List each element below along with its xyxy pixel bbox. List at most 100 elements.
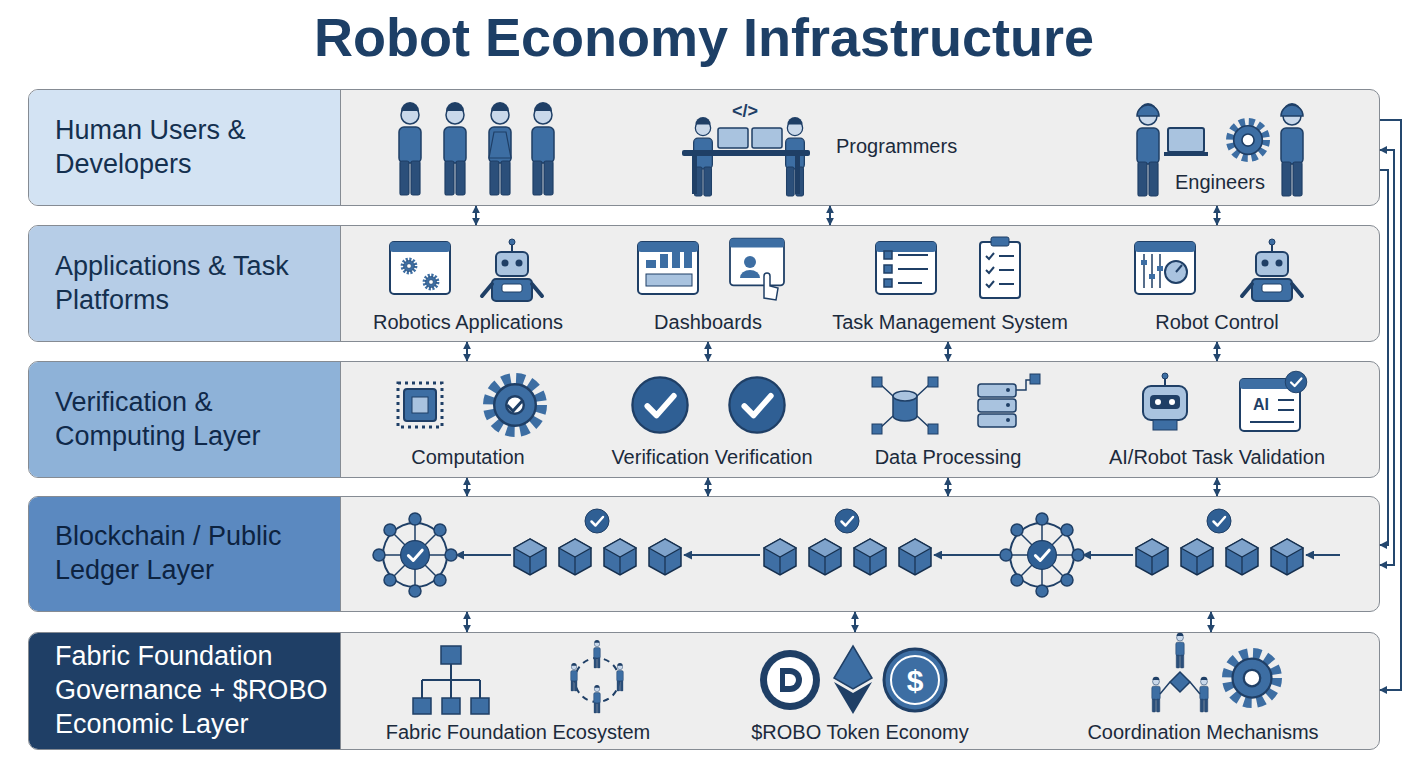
robot-control-icon-part bbox=[1176, 265, 1182, 272]
data-processing-icon bbox=[872, 374, 1040, 434]
coordination-icon-part bbox=[1170, 672, 1190, 692]
programmers-icon-part bbox=[718, 128, 748, 148]
task-management-icon-part bbox=[898, 255, 928, 283]
layer-label-stack: Fabric Foundation Governance + $ROBO Eco… bbox=[55, 640, 330, 741]
blockchain-icon-part bbox=[764, 539, 796, 575]
ecosystem-icon-part bbox=[594, 685, 601, 713]
item-caption: Engineers bbox=[1175, 171, 1265, 194]
task-management-icon-part-part bbox=[884, 279, 892, 287]
layer-label-panel: Human Users & Developers bbox=[29, 90, 341, 205]
blockchain-icon-part bbox=[899, 539, 931, 575]
token-icon-part bbox=[767, 657, 813, 703]
engineers-icon-part bbox=[1168, 128, 1204, 152]
title-box: Robot Economy Infrastructure bbox=[0, 6, 1408, 68]
blockchain-icon-part bbox=[1207, 509, 1231, 533]
data-processing-icon-part-part bbox=[978, 399, 1016, 412]
label-box: AI bbox=[1253, 396, 1269, 414]
robot-control-icon-part bbox=[1242, 239, 1302, 301]
dashboard-icon-part bbox=[764, 273, 778, 300]
engineers-icon-part bbox=[1137, 103, 1159, 196]
layer-label-panel: Verification & Computing Layer bbox=[29, 362, 341, 477]
dashboard-icon-part bbox=[672, 248, 680, 268]
verification-icon bbox=[632, 377, 784, 432]
people-icon-part bbox=[489, 132, 511, 158]
layer-label: Blockchain / Public Ledger Layer bbox=[55, 520, 330, 588]
task-management-icon bbox=[876, 237, 1020, 298]
connector-arrow bbox=[1380, 120, 1401, 690]
dashboard-icon-part bbox=[744, 256, 756, 268]
label-box: Programmers bbox=[836, 135, 957, 158]
task-management-icon-part-part bbox=[884, 265, 892, 273]
connector-arrow bbox=[1216, 342, 1218, 361]
blockchain-icon-part bbox=[809, 539, 841, 575]
dashboard-icon-part bbox=[660, 254, 668, 268]
dashboard-icon-part bbox=[646, 274, 692, 286]
label-box: Robotics Applications bbox=[373, 311, 563, 334]
ecosystem-icon-part bbox=[594, 640, 601, 668]
task-validation-icon-part bbox=[1143, 386, 1187, 420]
blockchain-icon-part bbox=[649, 539, 681, 575]
task-management-icon-part bbox=[876, 242, 936, 294]
item-caption: $ROBO Token Economy bbox=[751, 721, 969, 744]
icon-text: </> bbox=[732, 101, 758, 122]
connector-arrow bbox=[1216, 478, 1218, 496]
data-processing-icon-part-part bbox=[978, 414, 1016, 427]
layer-label-stack: Applications & Task Platforms bbox=[55, 250, 330, 318]
connector-arrow bbox=[1380, 150, 1394, 565]
blockchain-icon-part-part bbox=[684, 554, 760, 556]
task-validation-icon-part bbox=[1155, 399, 1161, 405]
ecosystem-icon-part bbox=[617, 663, 624, 691]
ecosystem-icon-part bbox=[441, 646, 461, 664]
connector-arrow bbox=[707, 342, 709, 361]
computation-icon-part bbox=[489, 379, 540, 430]
label-box: Dashboards bbox=[654, 311, 762, 334]
data-processing-icon-part bbox=[1030, 374, 1040, 384]
engineers-icon bbox=[1137, 103, 1303, 196]
robot-control-icon-part bbox=[1149, 274, 1155, 279]
label-box: </> bbox=[732, 101, 758, 122]
engineers-icon-part bbox=[1137, 105, 1159, 116]
layer-label: Fabric Foundation Governance + $ROBO Eco… bbox=[55, 640, 330, 741]
blockchain-icon-part bbox=[1136, 539, 1168, 575]
item-caption: Data Processing bbox=[875, 446, 1022, 469]
item-caption: Programmers bbox=[836, 135, 957, 158]
layer-label-panel: Applications & Task Platforms bbox=[29, 226, 341, 341]
blockchain-icon bbox=[373, 509, 1340, 597]
data-processing-icon-part-part bbox=[872, 424, 882, 434]
blockchain-icon-part bbox=[373, 513, 457, 597]
coordination-icon-part bbox=[1176, 633, 1184, 668]
robotics-app-icon-part bbox=[424, 275, 437, 288]
dashboard-icon bbox=[638, 239, 784, 300]
blockchain-icon-part bbox=[1000, 513, 1084, 597]
item-caption: Task Management System bbox=[832, 311, 1068, 334]
task-validation-icon-part bbox=[1150, 395, 1180, 409]
token-icon-part bbox=[785, 674, 796, 686]
item-caption: Robot Control bbox=[1155, 311, 1278, 334]
robotics-app-icon bbox=[390, 239, 542, 301]
connector-arrow bbox=[947, 342, 949, 361]
blockchain-icon-part-part bbox=[456, 554, 511, 556]
blockchain-icon-part bbox=[854, 539, 886, 575]
task-validation-icon-part bbox=[1162, 373, 1168, 379]
computation-icon-part bbox=[404, 389, 436, 421]
ecosystem-icon-part bbox=[413, 698, 489, 714]
blockchain-icon-part bbox=[514, 539, 546, 575]
label-box: Data Processing bbox=[875, 446, 1022, 469]
token-icon-part bbox=[834, 682, 872, 714]
task-management-icon-part bbox=[980, 242, 1020, 298]
item-caption: Coordination Mechanisms bbox=[1087, 721, 1318, 744]
connector-arrow bbox=[829, 206, 831, 225]
title: Robot Economy Infrastructure bbox=[314, 7, 1094, 67]
blockchain-icon-part-part bbox=[1306, 554, 1340, 556]
people-icon-part bbox=[399, 102, 421, 195]
label-box: Verification Verification bbox=[611, 446, 812, 469]
task-management-icon-part bbox=[986, 253, 994, 287]
programmers-icon-part bbox=[786, 117, 805, 196]
robotics-app-icon-part bbox=[402, 259, 415, 272]
task-management-icon-part bbox=[991, 237, 1009, 246]
data-processing-icon-part-part bbox=[928, 424, 938, 434]
robot-control-icon-part bbox=[1157, 266, 1163, 271]
coordination-icon-part bbox=[1152, 677, 1160, 712]
ecosystem-icon-part-part bbox=[442, 698, 460, 714]
